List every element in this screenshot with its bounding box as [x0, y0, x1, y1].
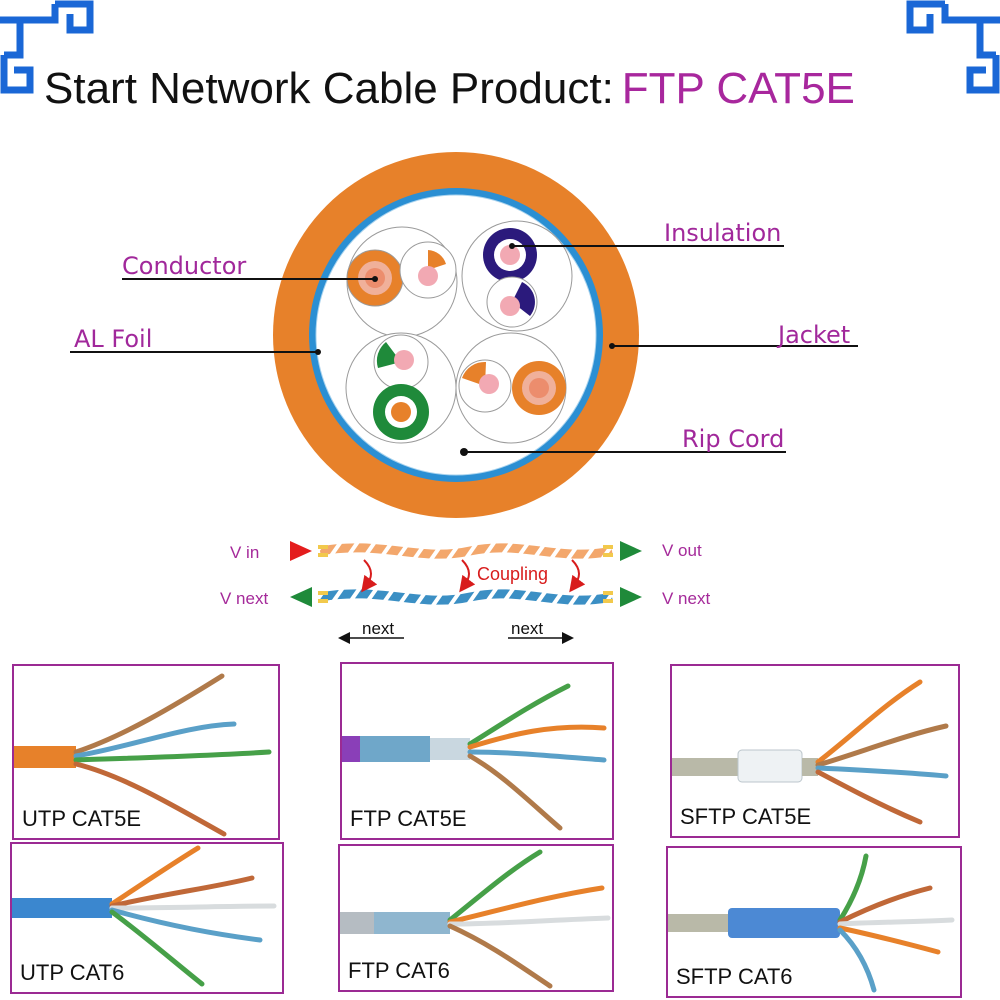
- panel-sftp-cat5e: SFTP CAT5E: [670, 664, 960, 838]
- panel-utp-cat6: UTP CAT6: [10, 842, 284, 994]
- panel-label: FTP CAT6: [348, 958, 450, 983]
- pair-green: [373, 334, 429, 440]
- panel-utp-cat5e: UTP CAT5E: [12, 664, 280, 840]
- cable-photo-sftp-cat6: [668, 853, 955, 993]
- cable-cross-section: [70, 152, 858, 518]
- label-v-in: V in: [230, 543, 260, 562]
- cable-photo-sftp-cat5e: [672, 679, 949, 825]
- panel-sftp-cat6: SFTP CAT6: [666, 846, 962, 998]
- label-v-out: V out: [662, 541, 702, 560]
- pair-blue: [483, 228, 538, 328]
- pair-orange-bottom: [458, 359, 566, 415]
- label-conductor: Conductor: [122, 252, 247, 280]
- label-jacket: Jacket: [778, 321, 851, 349]
- panel-ftp-cat5e: FTP CAT5E: [340, 662, 614, 840]
- panel-ftp-cat6: FTP CAT6: [338, 844, 614, 992]
- page-title: Start Network Cable Product:FTP CAT5E: [44, 64, 855, 114]
- v-next-right-arrow: [620, 587, 642, 607]
- label-v-next-right: V next: [662, 589, 711, 608]
- label-rip-cord: Rip Cord: [682, 425, 785, 453]
- pair-orange-top: [346, 241, 457, 307]
- corner-ornament-right: [906, 0, 1000, 94]
- v-next-left-arrow: [290, 587, 312, 607]
- leader-lines: [70, 245, 858, 453]
- cable-photo-ftp-cat6: [340, 849, 611, 989]
- panel-label: UTP CAT6: [20, 960, 125, 985]
- jacket-ring: [273, 152, 639, 518]
- label-insulation: Insulation: [664, 219, 782, 247]
- cable-photo-utp-cat6: [12, 845, 277, 987]
- crosstalk-diagram: [290, 541, 642, 644]
- v-out-arrow: [620, 541, 642, 561]
- label-v-next-left: V next: [220, 589, 269, 608]
- panel-label: FTP CAT5E: [350, 806, 467, 831]
- corner-ornament-left: [0, 0, 94, 94]
- label-coupling: Coupling: [477, 564, 549, 584]
- v-in-arrow: [290, 541, 312, 561]
- label-al-foil: AL Foil: [74, 325, 153, 353]
- panel-label: SFTP CAT5E: [680, 804, 812, 829]
- cable-photo-utp-cat5e: [14, 673, 272, 837]
- title-main: Start Network Cable Product:: [44, 64, 614, 113]
- label-next-left: next: [362, 619, 395, 638]
- panel-label: UTP CAT5E: [22, 806, 141, 831]
- label-next-right: next: [511, 619, 544, 638]
- cable-photo-ftp-cat5e: [342, 683, 607, 831]
- panel-label: SFTP CAT6: [676, 964, 793, 989]
- title-product: FTP CAT5E: [621, 64, 855, 113]
